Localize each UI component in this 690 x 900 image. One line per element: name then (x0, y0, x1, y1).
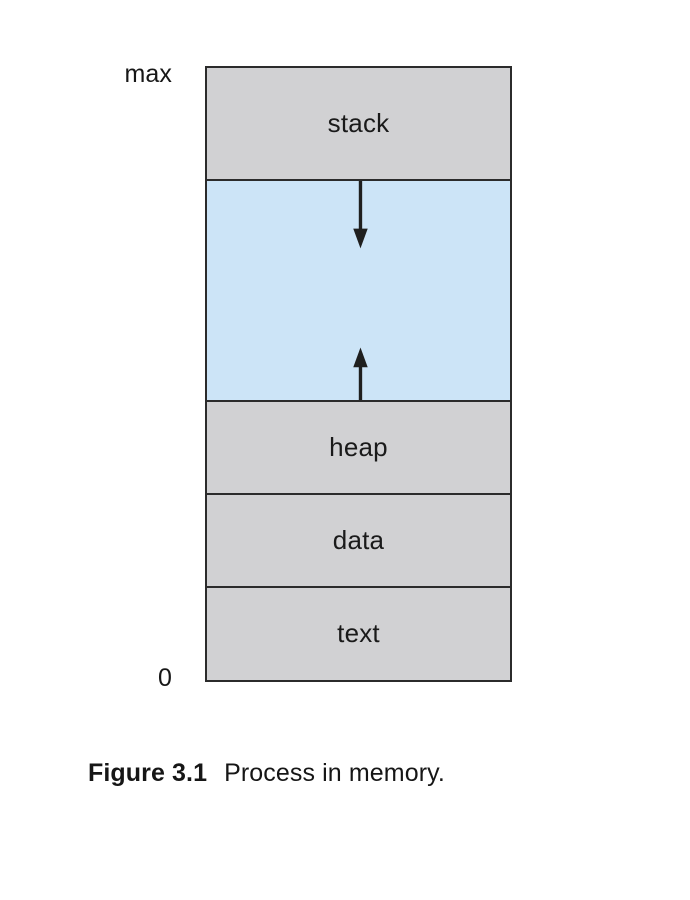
address-label-zero: 0 (157, 664, 172, 692)
figure-caption-text: Process in memory. (224, 759, 445, 787)
memory-segment-heap: heap (207, 402, 510, 495)
address-label-max: max (124, 60, 172, 88)
growth-arrows (353, 181, 368, 400)
memory-segment-heap-label: heap (329, 431, 388, 462)
memory-segment-free-space (207, 181, 510, 402)
memory-segment-text-label: text (337, 618, 380, 648)
memory-segment-data: data (207, 495, 510, 588)
memory-segment-stack: stack (207, 68, 510, 181)
memory-segment-text: text (207, 588, 510, 680)
memory-segment-data-label: data (332, 524, 385, 555)
figure-caption-number: Figure 3.1 (88, 759, 208, 787)
stack-growth-down-arrow-icon (353, 181, 368, 249)
figure-caption: Figure 3.1 Process in memory. (88, 757, 648, 789)
heap-growth-up-arrow-icon (353, 347, 368, 400)
memory-map: stack heap data (205, 66, 512, 682)
memory-segment-stack-label: stack (327, 107, 390, 138)
